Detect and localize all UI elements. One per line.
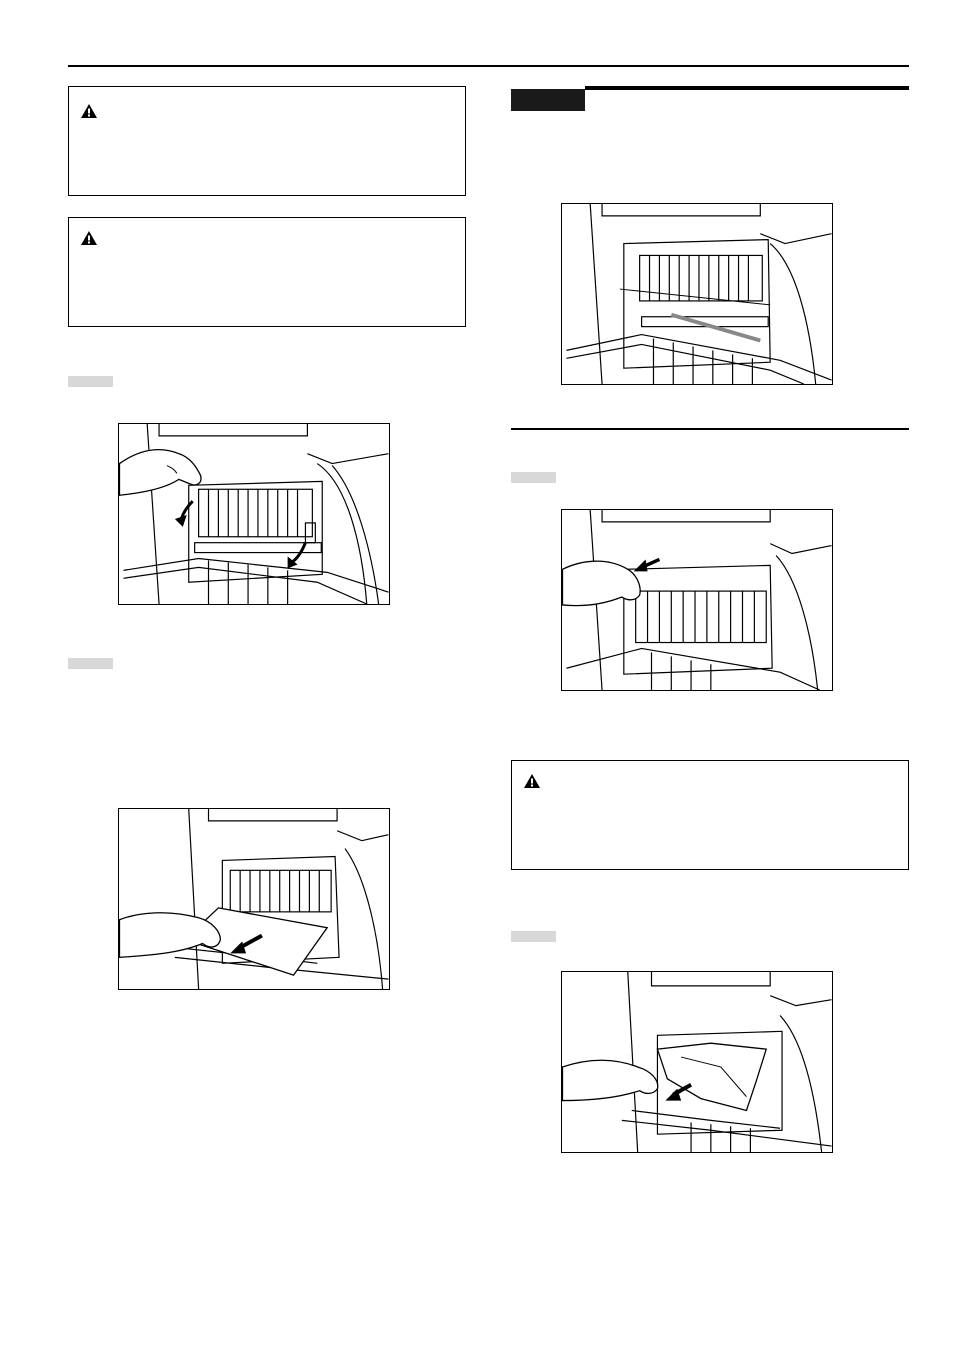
figure-fuser-thin-wire <box>561 203 833 385</box>
caution-box-2 <box>68 217 466 327</box>
caution-box-1 <box>68 86 466 196</box>
hand-icon <box>119 912 222 959</box>
copier-illustration <box>119 424 389 604</box>
step-tab-2 <box>68 658 113 669</box>
step-tab-3 <box>511 472 556 483</box>
crumpled-paper <box>656 1042 768 1112</box>
step-tab-1 <box>68 376 113 387</box>
header-rule <box>68 65 909 67</box>
copier-illustration <box>119 809 389 989</box>
warning-triangle-icon <box>81 231 97 245</box>
hand-icon <box>562 560 641 607</box>
arrow-icon <box>665 1083 693 1101</box>
figure-open-fuser-cover <box>118 423 390 605</box>
section-rule <box>511 428 909 430</box>
arrow-icon <box>174 500 307 569</box>
warning-triangle-icon <box>524 774 540 788</box>
copier-illustration <box>566 204 832 384</box>
arrow-icon <box>633 557 661 572</box>
step-tab-4 <box>511 931 556 942</box>
note-label-bar <box>511 89 585 111</box>
figure-remove-jammed-paper-right <box>561 971 833 1153</box>
copier-illustration <box>562 972 832 1152</box>
hand-icon <box>119 448 202 496</box>
copier-illustration <box>562 510 832 690</box>
figure-remove-jammed-paper-left <box>118 808 390 990</box>
caution-box-3 <box>511 760 909 870</box>
hand-icon <box>562 1059 659 1102</box>
warning-triangle-icon <box>81 104 97 118</box>
wire <box>619 288 771 343</box>
figure-pull-fuser-unit <box>561 509 833 691</box>
note-rule <box>585 86 909 90</box>
arrow-icon <box>230 933 263 954</box>
